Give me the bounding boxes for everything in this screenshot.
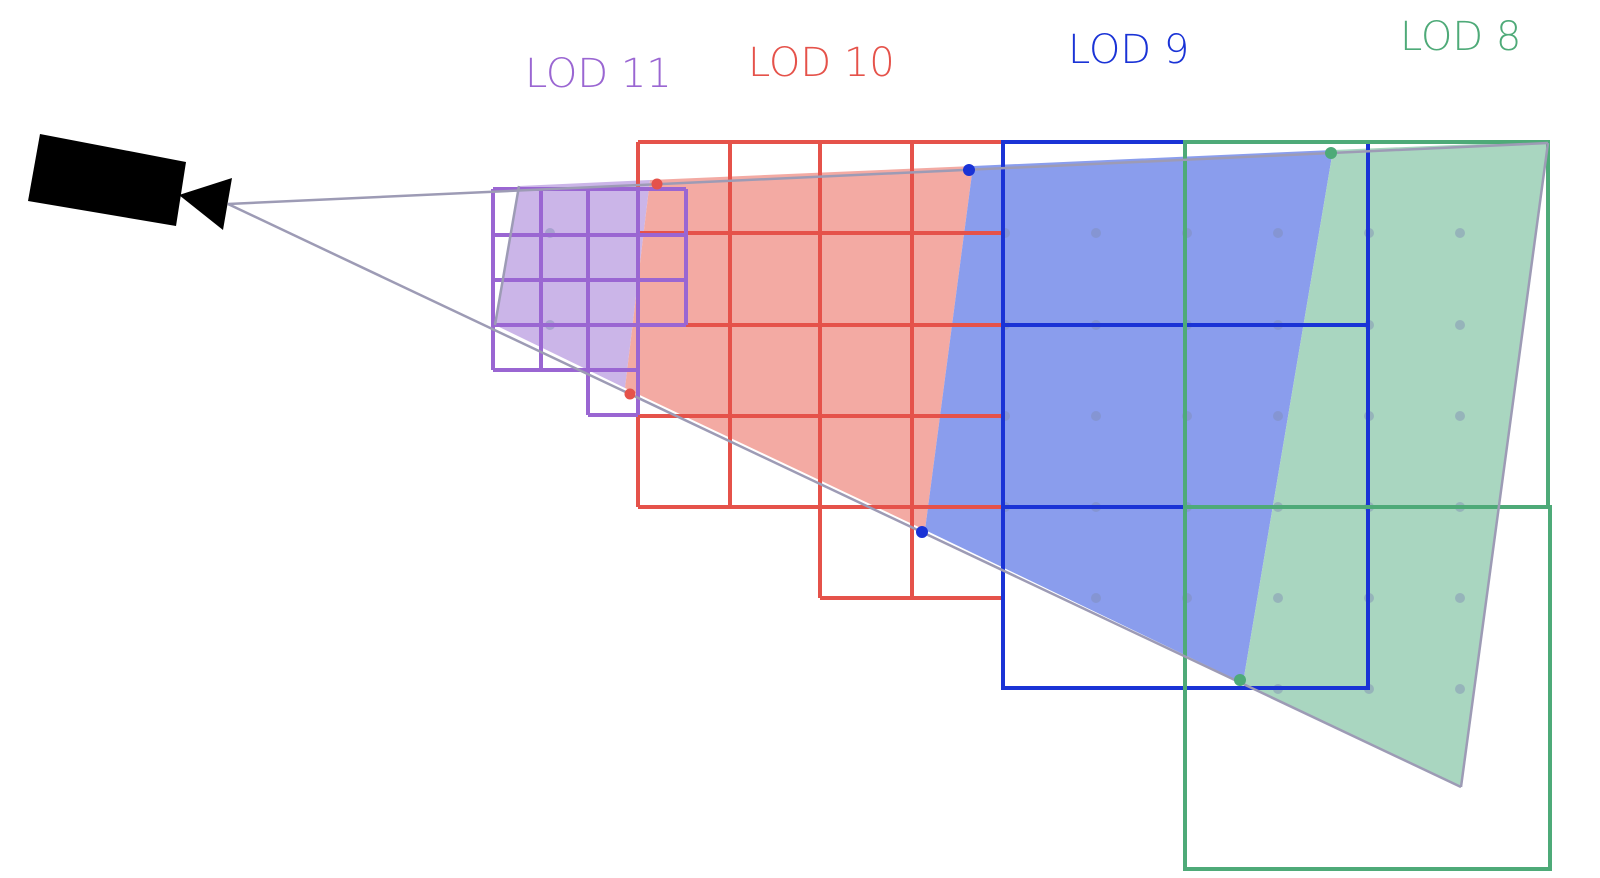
lod10-grid	[636, 140, 1003, 600]
lod8-frustum-band	[1243, 141, 1548, 787]
lod9-near-bottom-marker	[916, 526, 928, 538]
lod8-near-bottom-marker	[1234, 674, 1246, 686]
camera-body	[28, 134, 186, 226]
lod10-frustum-band	[625, 166, 973, 530]
lod9-label: LOD 9	[1068, 27, 1189, 73]
lod10-near-bottom-marker	[624, 388, 636, 400]
camera-lens	[179, 178, 232, 230]
lod9-frustum-band	[925, 150, 1333, 683]
lod10-near-top-marker	[651, 178, 663, 190]
lod10-label: LOD 10	[748, 40, 895, 86]
boundary-markers	[624, 147, 1337, 686]
lod11-grid	[491, 187, 688, 417]
lod11-frustum-band	[495, 180, 650, 388]
camera-icon	[28, 134, 232, 230]
lod8-grid	[1183, 140, 1552, 871]
lod8-label: LOD 8	[1400, 14, 1521, 60]
lod11-label: LOD 11	[525, 51, 672, 97]
frustum-fills	[495, 141, 1548, 787]
lod8-near-top-marker	[1325, 147, 1337, 159]
lod9-near-top-marker	[963, 164, 975, 176]
